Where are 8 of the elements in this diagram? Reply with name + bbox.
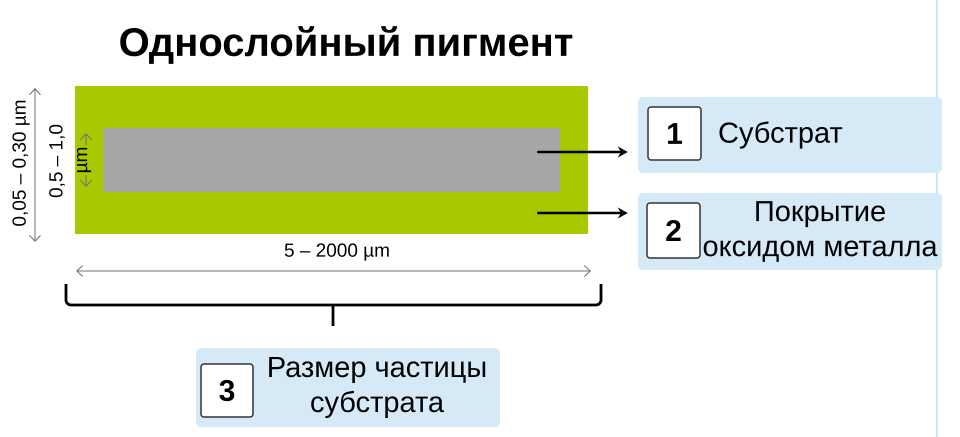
substrate-core xyxy=(103,128,560,192)
dimension-label: 0,5 – 1,0 xyxy=(49,124,65,198)
number-box: 3 xyxy=(200,363,254,418)
number-box: 1 xyxy=(647,106,702,161)
dimension-label: 5 – 2000 µm xyxy=(284,243,389,261)
title: Однослойный пигмент xyxy=(120,26,572,64)
dimension-label: 0,05 – 0,30 µm xyxy=(12,100,30,226)
number-box: 2 xyxy=(646,202,701,259)
